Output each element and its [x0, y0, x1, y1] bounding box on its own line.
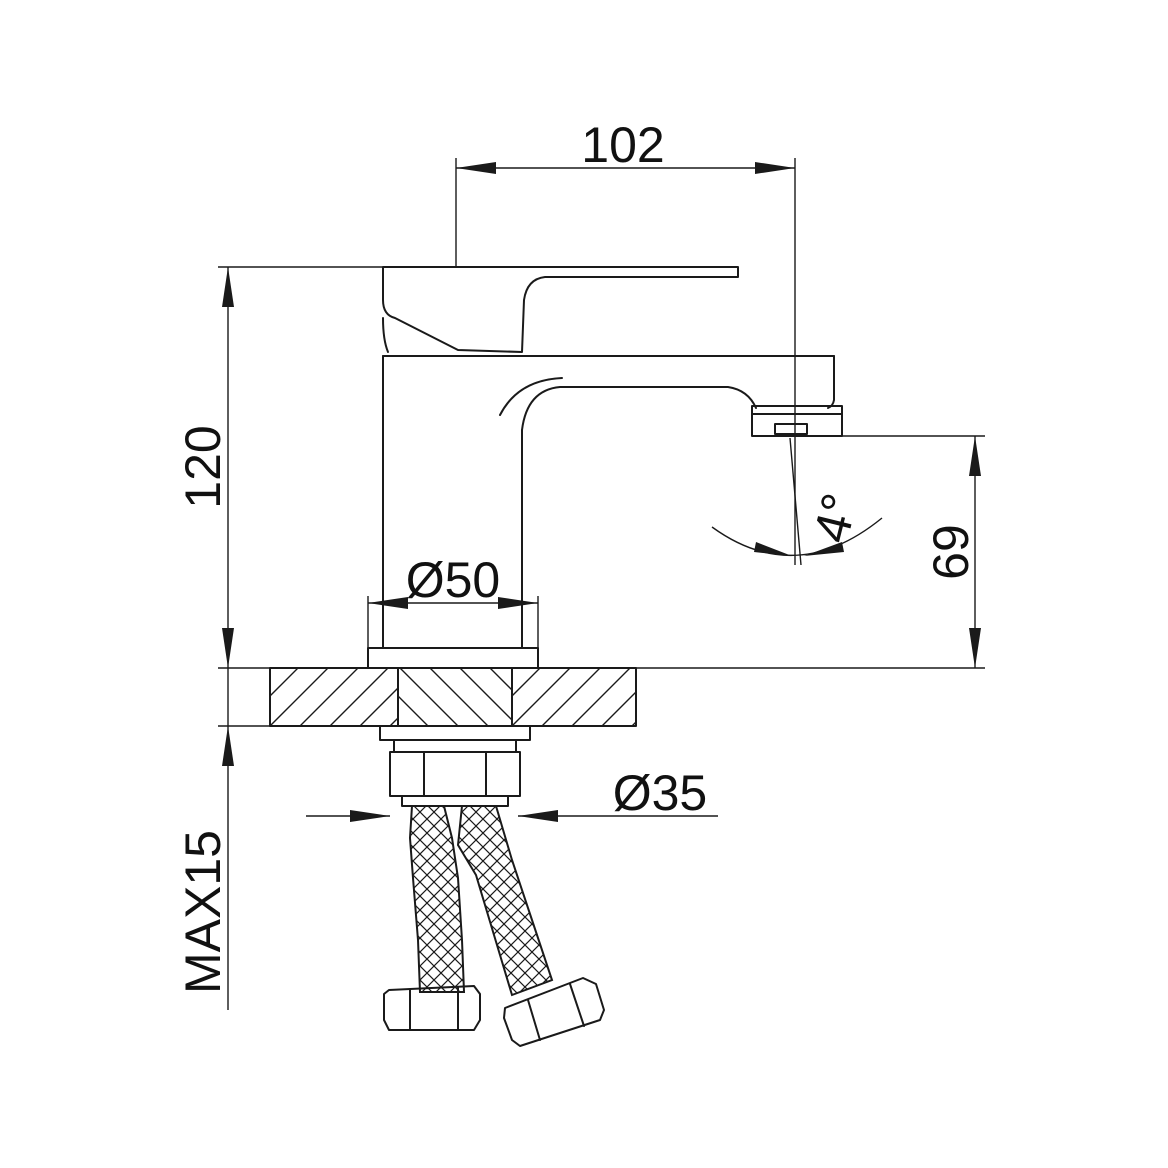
- dimension-max-thickness: MAX15: [175, 668, 270, 1010]
- supply-hose-left: [408, 805, 466, 993]
- supply-hose-right: [456, 805, 554, 997]
- countertop-section: [269, 667, 637, 727]
- hose-nut-left: [383, 985, 481, 1031]
- aerator: [751, 405, 843, 437]
- dimension-label-width: 102: [581, 117, 664, 173]
- dimension-label-base-diameter: Ø50: [406, 552, 501, 608]
- dimension-label-shank-diameter: Ø35: [613, 765, 708, 821]
- dimension-label-height: 120: [175, 425, 231, 508]
- dimension-label-max-thickness: MAX15: [175, 830, 231, 994]
- mounting-nut: [379, 725, 531, 807]
- dimension-label-angle: 4°: [803, 488, 869, 548]
- dimension-width-top: 102: [455, 117, 796, 565]
- hose-nut-right: [503, 977, 605, 1047]
- faucet-body: [382, 355, 835, 649]
- base-ring: [367, 647, 539, 669]
- lever-handle: [382, 266, 739, 353]
- dimension-height-total: 120: [175, 266, 985, 669]
- dimension-base-diameter: Ø50: [367, 552, 539, 648]
- dimension-spout-height: 69: [842, 435, 985, 668]
- dimension-label-spout: 69: [923, 524, 979, 580]
- dimension-shank-diameter: Ø35: [306, 765, 718, 822]
- dimension-angle: 4°: [711, 437, 883, 566]
